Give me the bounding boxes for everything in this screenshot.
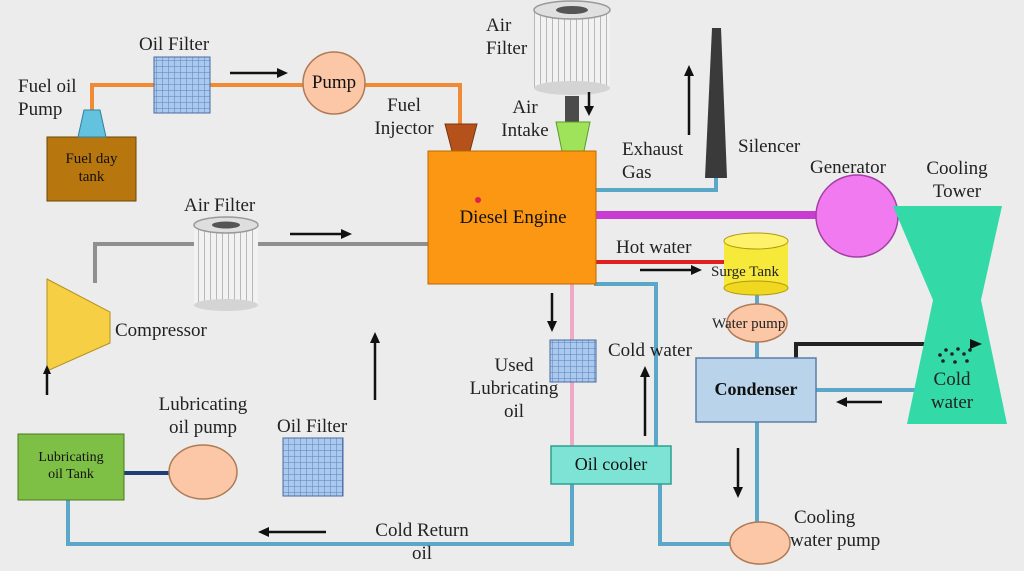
label-diesel-engine: Diesel Engine <box>459 206 567 228</box>
pump <box>302 51 366 115</box>
label-generator: Generator <box>810 157 886 178</box>
water-pump <box>726 303 788 343</box>
oil-filter-top <box>153 56 211 114</box>
fuel-day-tank <box>46 136 137 202</box>
arrow-hot-water <box>640 265 702 275</box>
tower-spray <box>938 347 972 364</box>
engine-marker <box>475 197 481 203</box>
oil-cooler <box>550 445 672 485</box>
label-compressor: Compressor <box>115 320 207 341</box>
label-cold-water-mid: Cold water <box>608 340 692 361</box>
arrow-lube-up <box>370 332 380 400</box>
fuel-oil-pump <box>77 109 107 138</box>
lubricating-oil-pump <box>168 444 238 500</box>
arrow-cold-water-up <box>640 366 650 436</box>
arrow-fuel-flow <box>230 68 288 78</box>
arrow-tower-return <box>836 397 882 407</box>
tower-feed-line <box>794 342 972 358</box>
label-oil-cooler: Oil cooler <box>574 454 648 475</box>
label-silencer: Silencer <box>738 136 801 157</box>
label-surge-tank: Surge Tank <box>711 264 779 280</box>
air-filter-mid <box>193 216 259 311</box>
cooling-tower <box>893 206 1007 424</box>
arrow-air-down <box>584 92 594 116</box>
generator <box>815 174 899 258</box>
cooling-water-line <box>658 484 730 546</box>
oil-filter-bottom <box>282 437 344 497</box>
air-intake-duct <box>565 96 579 122</box>
arrow-condenser-down <box>733 448 743 498</box>
diesel-engine <box>427 150 597 285</box>
arrow-compressor-inlet <box>43 365 51 395</box>
compressor <box>46 278 111 372</box>
label-hot-water: Hot water <box>616 237 692 258</box>
lubricating-oil-tank <box>17 433 125 501</box>
silencer <box>705 28 727 178</box>
label-condenser: Condenser <box>714 379 798 400</box>
exhaust-line <box>596 178 718 192</box>
label-oil-filter-bottom: Oil Filter <box>277 416 348 437</box>
return-oil-line <box>66 484 574 546</box>
condenser <box>695 357 817 423</box>
arrow-used-oil-down <box>547 293 557 332</box>
label-water-pump: Water pump <box>712 316 786 332</box>
arrow-tower-feed <box>970 339 982 349</box>
arrow-exhaust-up <box>684 65 694 135</box>
arrow-air-flow <box>290 229 352 239</box>
air-filter-top <box>533 0 611 95</box>
fuel-injector <box>444 123 478 152</box>
surge-tank <box>723 232 789 296</box>
label-air-filter-mid: Air Filter <box>184 195 256 216</box>
label-oil-filter-top: Oil Filter <box>139 34 210 55</box>
used-oil-filter <box>549 339 597 383</box>
air-line <box>93 242 428 283</box>
cold-water-line <box>594 282 658 446</box>
fuel-line <box>90 83 462 125</box>
air-intake <box>555 121 591 152</box>
cooling-water-pump <box>729 521 791 565</box>
label-pump: Pump <box>311 71 357 93</box>
arrow-return-oil <box>258 527 326 537</box>
